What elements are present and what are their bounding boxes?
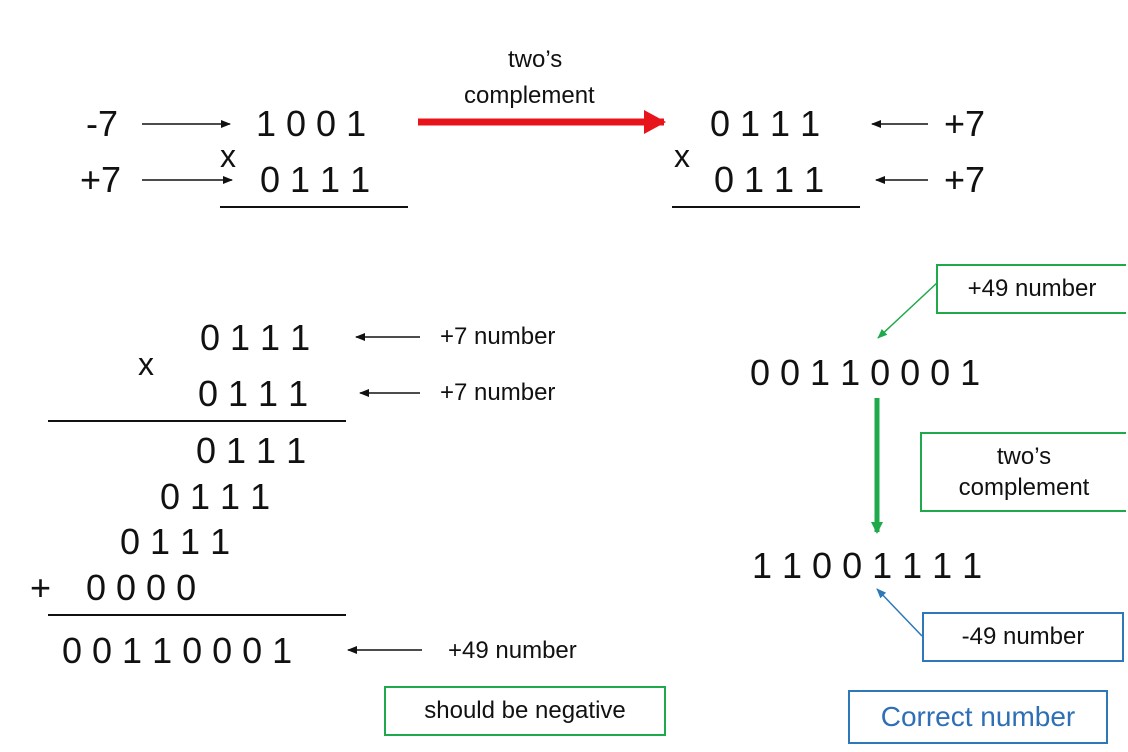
blue-pointer-neg49 [876, 588, 923, 637]
top-left-row2: 0 1 1 1 [260, 159, 371, 200]
bl-plus: + [30, 567, 52, 608]
arrow-label-line2: complement [464, 82, 595, 109]
bl-result-label: +49 number [448, 637, 577, 664]
twos-box-line2: complement [958, 474, 1090, 501]
arrow-label-line1: two’s [508, 46, 563, 73]
correct-number-box: Correct number [848, 690, 1108, 744]
bl-times: x [138, 346, 154, 382]
label-pos7: +7 [80, 159, 122, 200]
bl-label2: +7 number [440, 379, 556, 406]
bl-label1: +7 number [440, 323, 556, 350]
binary-pos49: 0 0 1 1 0 0 0 1 [750, 352, 981, 393]
twos-box-line1: two’s [996, 442, 1052, 470]
bl-row2: 0 1 1 1 [198, 373, 309, 414]
twos-complement-box: two’s complement [920, 432, 1126, 512]
warning-box: should be negative [384, 686, 666, 736]
correct-number-text: Correct number [880, 700, 1076, 732]
top-right-times: x [674, 138, 690, 174]
bl-row1: 0 1 1 1 [200, 317, 311, 358]
pos49-box: +49 number [936, 264, 1126, 314]
bl-partial1: 0 1 1 1 [196, 430, 307, 471]
binary-neg49: 1 1 0 0 1 1 1 1 [752, 545, 983, 586]
label-neg7: -7 [86, 103, 119, 144]
bl-partial4: 0 0 0 0 [86, 567, 197, 608]
bl-partial3: 0 1 1 1 [120, 521, 231, 562]
top-right-row2: 0 1 1 1 [714, 159, 825, 200]
top-right-label2: +7 [944, 159, 986, 200]
bl-result: 0 0 1 1 0 0 0 1 [62, 630, 293, 671]
top-right-row1: 0 1 1 1 [710, 103, 821, 144]
warning-box-text: should be negative [424, 697, 626, 725]
bl-partial2: 0 1 1 1 [160, 476, 271, 517]
pos49-box-text: +49 number [967, 275, 1097, 303]
top-left-row1: 1 0 0 1 [256, 103, 367, 144]
neg49-box: -49 number [922, 612, 1124, 662]
green-pointer-pos49 [877, 281, 939, 339]
top-right-label1: +7 [944, 103, 986, 144]
neg49-box-text: -49 number [961, 623, 1085, 651]
top-left-times: x [220, 138, 236, 174]
